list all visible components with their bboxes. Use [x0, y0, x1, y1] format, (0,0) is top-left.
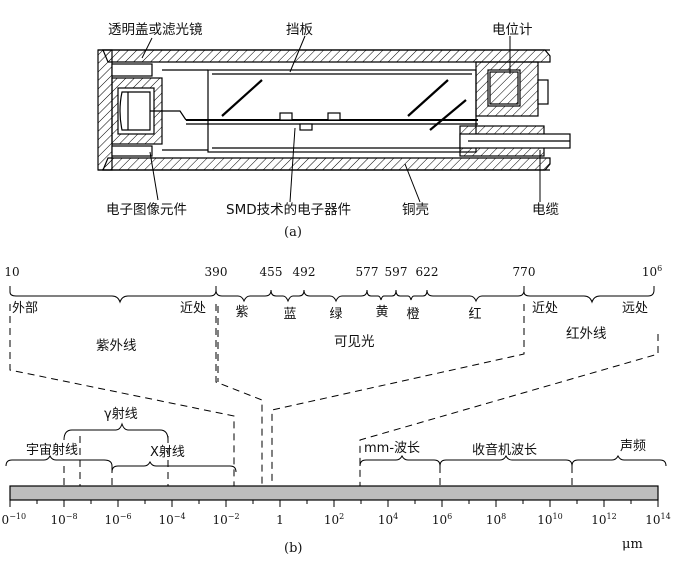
housing-top-wall [102, 49, 551, 63]
axis-tick-label: 10−4 [158, 512, 185, 527]
uv-name-label: 紫外线 [96, 338, 137, 354]
yellow-brace [366, 289, 397, 301]
axis-tick-label: 10−10 [0, 512, 26, 527]
axis-tick-label: 1010 [537, 512, 562, 527]
top-tick-label: 577 [356, 265, 379, 279]
projection-lines [9, 304, 659, 486]
axis-ticks: 10−10 10−8 10−6 10−4 10−2 1 102 104 106 108 1010 10… [0, 500, 671, 527]
axis-tick-label: 1014 [645, 512, 670, 527]
top-tick-label: 106 [642, 264, 662, 279]
top-scale-tick-labels: 10 390 455 492 577 597 622 770 106 [4, 264, 662, 279]
ir-far-label: 远处 [622, 301, 648, 316]
uv-brace [9, 286, 217, 304]
top-tick-label: 455 [260, 265, 283, 279]
lens [119, 91, 151, 131]
label-baffle: 挡板 [286, 22, 313, 38]
green-brace [303, 289, 368, 303]
color-blue-label: 蓝 [283, 307, 296, 322]
label-cable: 电缆 [532, 202, 560, 218]
axis-tick-label: 1012 [591, 512, 616, 527]
smd-component [279, 112, 293, 121]
uv-far-label: 外部 [12, 301, 38, 316]
ir-name-label: 红外线 [566, 326, 607, 342]
label-smd-devices: SMD技术的电子器件 [226, 202, 351, 218]
housing-bottom-wall [102, 157, 551, 171]
mm-label: mm-波长 [364, 441, 420, 456]
orange-brace [395, 289, 428, 301]
top-tick-label: 597 [385, 265, 408, 279]
color-orange-label: 橙 [406, 307, 419, 322]
radio-label: 收音机波长 [472, 442, 537, 458]
cosmic-label: 宇宙射线 [26, 442, 78, 458]
color-green-label: 绿 [329, 307, 342, 322]
spectrum-bar [9, 485, 659, 501]
label-image-element: 电子图像元件 [106, 202, 187, 218]
axis-tick-label: 10−6 [104, 512, 131, 527]
visible-name-label: 可见光 [334, 334, 375, 350]
top-tick-label: 770 [513, 265, 536, 279]
band-braces [5, 422, 667, 473]
camera-cross-section [97, 49, 571, 171]
label-copper-shell: 铜壳 [402, 202, 429, 218]
cosmic-brace [5, 454, 113, 467]
violet-brace [215, 289, 272, 303]
top-tick-label: 492 [293, 265, 316, 279]
caption-b: (b) [284, 541, 302, 556]
axis-tick-label: 104 [378, 512, 398, 527]
xray-brace [111, 460, 237, 473]
top-scale-braces [9, 286, 655, 304]
blue-brace [270, 289, 305, 303]
gamma-brace [63, 422, 169, 441]
radio-brace [439, 454, 573, 467]
top-tick-label: 390 [205, 265, 228, 279]
axis-tick-label: 10−8 [50, 512, 77, 527]
red-brace [426, 289, 525, 303]
electronics-case [207, 69, 477, 153]
axis-tick-label: 10−2 [212, 512, 239, 527]
gamma-label: γ射线 [104, 406, 138, 422]
label-lens-cover: 透明盖或滤光镜 [108, 22, 203, 38]
xray-label: X射线 [150, 444, 185, 460]
uv-projection-left [9, 304, 235, 486]
mm-brace [359, 454, 441, 467]
label-potentiometer: 电位计 [492, 22, 533, 38]
ir-brace [523, 286, 655, 304]
axis-tick-label: 102 [324, 512, 344, 527]
ir-near-label: 近处 [532, 301, 558, 316]
color-yellow-label: 黄 [375, 305, 388, 320]
smd-component [327, 112, 341, 121]
uv-projection-right [215, 304, 263, 486]
top-tick-label: 622 [416, 265, 439, 279]
baffle-left [221, 79, 263, 117]
unit-label: μm [622, 537, 643, 552]
top-tick-label: 10 [4, 265, 19, 279]
baffle-right [407, 79, 449, 117]
color-red-label: 红 [468, 306, 481, 322]
axis-tick-label: 106 [432, 512, 452, 527]
sound-label: 声频 [620, 439, 646, 454]
caption-a: (a) [284, 225, 302, 240]
axis-tick-label: 108 [486, 512, 506, 527]
color-violet-label: 紫 [235, 305, 248, 320]
visible-projection-right [271, 304, 525, 486]
axis-tick-label: 1 [276, 513, 284, 527]
smd-component [299, 123, 313, 131]
uv-near-label: 近处 [180, 301, 206, 316]
sound-brace [571, 454, 667, 467]
ir-projection-right [359, 334, 659, 486]
leader-lines-a [141, 35, 541, 203]
housing-front-wall [97, 49, 113, 171]
